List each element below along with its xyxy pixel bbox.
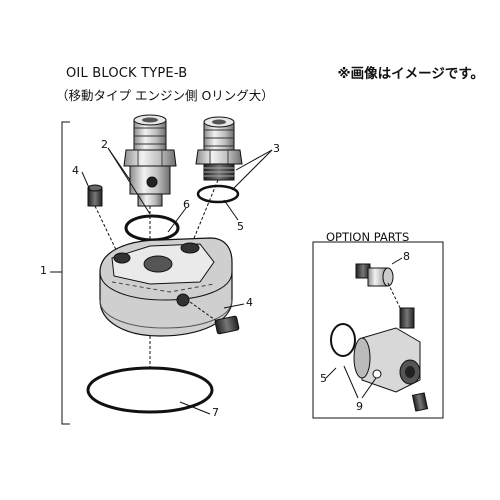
- product-subtitle: （移動タイプ エンジン側 Oリング大）: [56, 88, 274, 103]
- callout-4-top: 4: [72, 164, 79, 177]
- callout-6: 6: [183, 198, 190, 211]
- callout-1: 1: [40, 264, 47, 277]
- option-o-ring-5: [330, 323, 356, 357]
- callout-5: 5: [237, 220, 244, 233]
- o-ring-6: [124, 214, 180, 242]
- callout-5-option: 5: [320, 372, 327, 385]
- fitting-2: [123, 114, 177, 207]
- callout-4-side: 4: [246, 296, 253, 309]
- callout-3: 3: [273, 142, 280, 155]
- bolt-4-top: [87, 184, 121, 259]
- option-parts-title: OPTION PARTS: [326, 230, 410, 244]
- callout-2: 2: [101, 138, 108, 151]
- option-part-9: [325, 307, 429, 412]
- callout-7: 7: [212, 406, 219, 419]
- option-parts-box: [312, 241, 444, 419]
- callout-9: 9: [356, 400, 363, 413]
- fitting-3: [195, 116, 243, 181]
- bolt-4-side: [189, 301, 240, 335]
- o-ring-5: [196, 184, 240, 204]
- assembly-bracket: [61, 121, 70, 425]
- o-ring-7: [86, 366, 214, 414]
- oil-block-body: [99, 237, 233, 337]
- callout-8: 8: [403, 250, 410, 263]
- product-title: OIL BLOCK TYPE-B: [66, 66, 188, 81]
- option-part-8: [355, 257, 405, 317]
- image-disclaimer: ※画像はイメージです。: [337, 66, 484, 82]
